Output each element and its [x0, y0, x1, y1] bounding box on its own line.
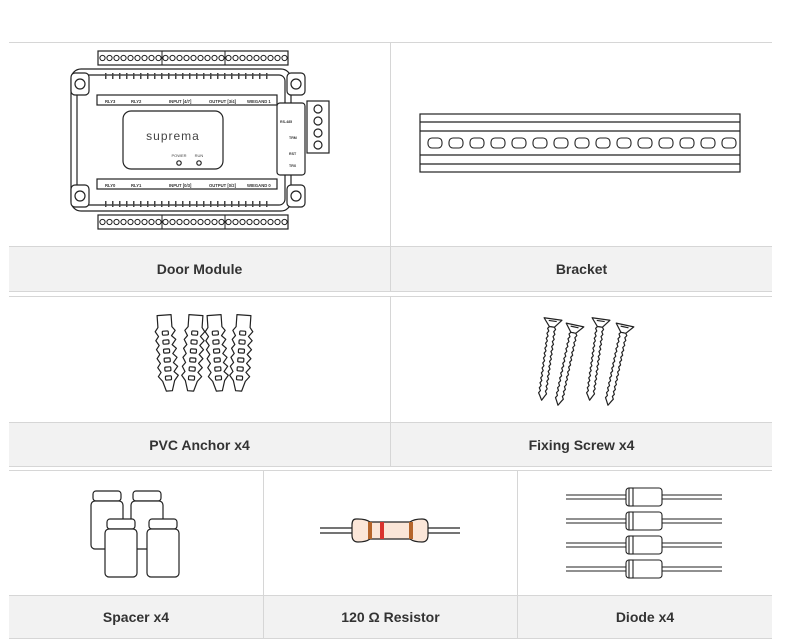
- spacer-caption: Spacer x4: [9, 595, 263, 639]
- components-row-3: Spacer x4 120 Ω Resistor: [9, 470, 772, 639]
- diode-caption: Diode x4: [518, 595, 772, 639]
- side-label-trx: TRX: [289, 164, 297, 168]
- pvc-anchor-shape: [154, 314, 179, 392]
- resistor-cell: 120 Ω Resistor: [264, 470, 517, 639]
- fixing-screw-label: Fixing Screw x4: [528, 436, 635, 453]
- bottom-label-input: INPUT [0/3]: [169, 183, 192, 188]
- resistor-caption: 120 Ω Resistor: [264, 595, 517, 639]
- spacer-shape: [104, 518, 138, 578]
- side-label-rs485: RS-485: [280, 120, 292, 124]
- diode-cell: Diode x4: [518, 470, 772, 639]
- spacer-shape: [146, 518, 180, 578]
- resistor-label: 120 Ω Resistor: [341, 609, 440, 625]
- resistor-image: [264, 470, 517, 596]
- fixing-screw-image: [391, 296, 772, 423]
- resistor-icon: [320, 518, 460, 543]
- door-module-icon: suprema POWER RUN RLY3 RLY2 INPUT [4/7] …: [70, 50, 330, 230]
- spacer-icon: [90, 490, 180, 578]
- fixing-screw-shape: [604, 322, 635, 406]
- cell-divider: [263, 470, 264, 639]
- cell-divider: [390, 42, 391, 292]
- pvc-anchor-icon: [154, 314, 254, 392]
- pvc-anchor-image: [9, 296, 390, 423]
- bottom-label-rly0: RLY0: [105, 183, 116, 188]
- diode-shape: [566, 559, 722, 579]
- spacer-label: Spacer x4: [102, 609, 170, 625]
- door-module-caption: Door Module: [9, 246, 390, 292]
- bottom-label-rly1: RLY1: [131, 183, 142, 188]
- pvc-anchor-shape: [204, 314, 229, 392]
- spacer-image: [9, 470, 263, 596]
- diode-shape: [566, 511, 722, 531]
- door-module-label: Door Module: [156, 261, 243, 277]
- door-module-image: suprema POWER RUN RLY3 RLY2 INPUT [4/7] …: [9, 42, 390, 247]
- components-row-2: PVC Anchor x4 Fixing Screw x4: [9, 296, 772, 467]
- fixing-screw-icon: [538, 317, 635, 406]
- bracket-image: [391, 42, 772, 247]
- bracket-icon: [419, 113, 741, 173]
- bottom-label-wiegand: WIEGAND 0: [247, 183, 271, 188]
- brand-logo-text: suprema: [146, 129, 200, 143]
- fixing-screw-shape: [554, 322, 585, 406]
- cell-divider: [517, 470, 518, 639]
- bottom-label-output: OUTPUT [0/2]: [209, 183, 237, 188]
- pvc-anchor-label: PVC Anchor x4: [149, 436, 250, 453]
- pvc-anchor-cell: PVC Anchor x4: [9, 296, 390, 467]
- top-label-wiegand: WIEGAND 1: [247, 99, 271, 104]
- led-label-power: POWER: [171, 153, 186, 158]
- diode-shape: [566, 487, 722, 507]
- spacer-cell: Spacer x4: [9, 470, 263, 639]
- pvc-anchor-shape: [181, 314, 206, 392]
- bracket-label: Bracket: [555, 261, 608, 277]
- side-label-trm: TRM: [289, 136, 297, 140]
- door-module-cell: suprema POWER RUN RLY3 RLY2 INPUT [4/7] …: [9, 42, 390, 292]
- top-label-output: OUTPUT [3/4]: [209, 99, 237, 104]
- fixing-screw-shape: [538, 317, 563, 401]
- top-label-input: INPUT [4/7]: [169, 99, 192, 104]
- top-label-rly3: RLY3: [105, 99, 116, 104]
- led-label-run: RUN: [195, 153, 204, 158]
- top-label-rly2: RLY2: [131, 99, 142, 104]
- side-label-rst: RST: [289, 152, 297, 156]
- diode-shape: [566, 535, 722, 555]
- bracket-caption: Bracket: [391, 246, 772, 292]
- pvc-anchor-shape: [229, 314, 254, 392]
- pvc-anchor-caption: PVC Anchor x4: [9, 422, 390, 467]
- diode-image: [518, 470, 772, 596]
- cell-divider: [390, 296, 391, 467]
- bracket-cell: Bracket: [391, 42, 772, 292]
- fixing-screw-shape: [586, 317, 611, 401]
- fixing-screw-cell: Fixing Screw x4: [391, 296, 772, 467]
- fixing-screw-caption: Fixing Screw x4: [391, 422, 772, 467]
- components-grid: suprema POWER RUN RLY3 RLY2 INPUT [4/7] …: [9, 42, 772, 639]
- components-row-1: suprema POWER RUN RLY3 RLY2 INPUT [4/7] …: [9, 42, 772, 292]
- diode-label: Diode x4: [615, 609, 675, 625]
- diode-icon: [566, 487, 722, 579]
